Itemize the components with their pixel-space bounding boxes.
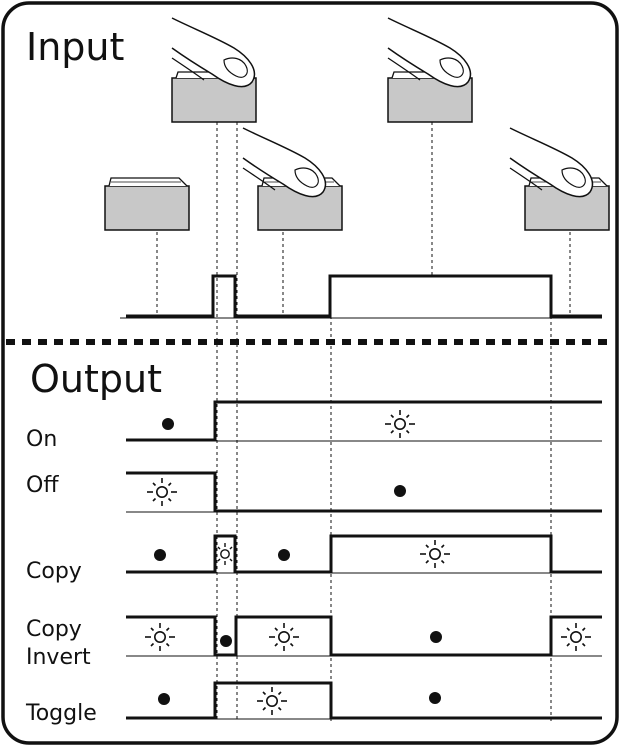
dot-icon [162,418,174,430]
copy-invert-label-line1: Copy [26,617,82,642]
input-waveform [126,274,602,318]
off-label: Off [26,473,59,498]
dot-icon [394,485,406,497]
off-waveform [126,471,602,513]
dot-icon [278,549,290,561]
on-waveform [126,400,602,442]
copy-invert-label-line2: Invert [26,645,91,670]
input-title: Input [26,25,124,69]
dot-icon [220,635,232,647]
dot-icon [430,631,442,643]
output-title: Output [30,357,162,401]
toggle-waveform [126,681,602,720]
push-button-icon [104,177,190,231]
toggle-label: Toggle [25,701,97,726]
on-label: On [26,427,57,452]
dot-icon [158,693,170,705]
dot-icon [429,692,441,704]
dot-icon [154,549,166,561]
copy-invert-waveform [126,615,602,657]
copy-label: Copy [26,559,82,584]
copy-waveform [126,534,602,574]
